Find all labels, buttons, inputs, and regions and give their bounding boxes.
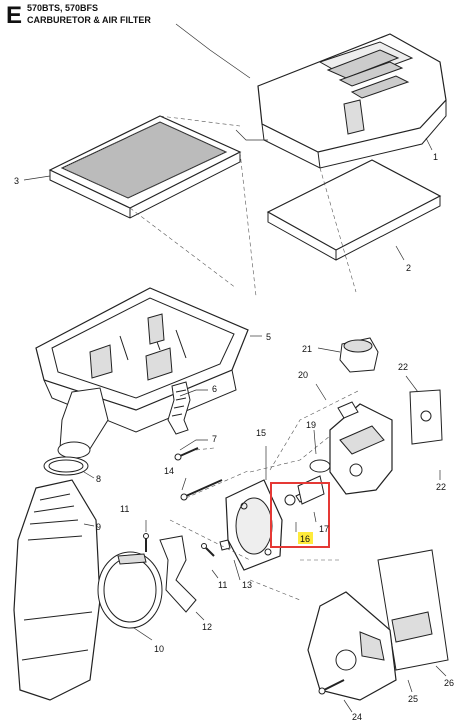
diagram-header: E 570BTS, 570BFS CARBURETOR & AIR FILTER [0, 0, 465, 36]
callout-1: 1 [433, 152, 438, 162]
part-14-bolt [180, 479, 223, 501]
part-24-bolt [318, 679, 345, 695]
callout-14: 14 [164, 466, 174, 476]
callout-22-lower: 22 [436, 482, 446, 492]
part-26-gasket-plate [377, 549, 449, 671]
part-15-base-plate [225, 479, 283, 571]
part-11-screw-upper [143, 533, 149, 552]
callout-13: 13 [242, 580, 252, 590]
part-20-carburetor [329, 401, 393, 495]
part-25-insulator [307, 591, 397, 701]
assembly-guides [129, 115, 361, 601]
callout-21: 21 [302, 344, 312, 354]
part-1-air-filter-cover [257, 33, 447, 169]
callout-2: 2 [406, 263, 411, 273]
callout-25: 25 [408, 694, 418, 704]
part-21-primer-bulb [339, 337, 379, 373]
callout-leaders [23, 23, 447, 713]
part-16-highlight-box [270, 482, 330, 548]
callout-11-lower: 11 [218, 580, 227, 590]
part-7-screw [174, 447, 199, 461]
part-16-label-highlight [298, 532, 313, 544]
callout-labels: 1 2 3 5 6 7 8 9 10 11 11 12 13 14 15 16 … [14, 152, 454, 722]
part-19-o-ring [309, 459, 331, 473]
diagram-title: CARBURETOR & AIR FILTER [27, 15, 151, 25]
callout-5: 5 [266, 332, 271, 342]
part-4-intake-elbow [57, 387, 109, 459]
part-2-prefilter-pad [266, 159, 442, 261]
part-11-screw-lower [201, 543, 215, 557]
part-9-intake-hose [13, 479, 101, 701]
part-12-bracket [159, 535, 197, 613]
part-10-band-clamp [97, 551, 163, 629]
part-13-nut [219, 539, 231, 551]
section-letter: E [6, 2, 23, 29]
callout-6: 6 [212, 384, 217, 394]
callout-15: 15 [256, 428, 266, 438]
callout-26: 26 [444, 678, 454, 688]
part-17-gasket [297, 475, 325, 505]
callout-24: 24 [352, 712, 362, 722]
callout-12: 12 [202, 622, 212, 632]
part-6-spring-clip [167, 381, 191, 435]
part-22-gasket-upper [409, 389, 443, 445]
callout-22-upper: 22 [398, 362, 408, 372]
callout-7: 7 [212, 434, 217, 444]
callout-17: 17 [319, 524, 329, 534]
callout-11-upper: 11 [120, 504, 129, 514]
callout-10: 10 [154, 644, 164, 654]
part-3-pleated-filter [48, 115, 242, 219]
part-8-hose-clamp [43, 456, 89, 476]
callout-19: 19 [306, 420, 316, 430]
part-5-filter-housing [35, 287, 249, 433]
callout-9: 9 [96, 522, 101, 532]
callout-8: 8 [96, 474, 101, 484]
callout-20: 20 [298, 370, 308, 380]
callout-16: 16 [300, 534, 310, 544]
callout-3: 3 [14, 176, 19, 186]
model-numbers: 570BTS, 570BFS [27, 3, 99, 13]
